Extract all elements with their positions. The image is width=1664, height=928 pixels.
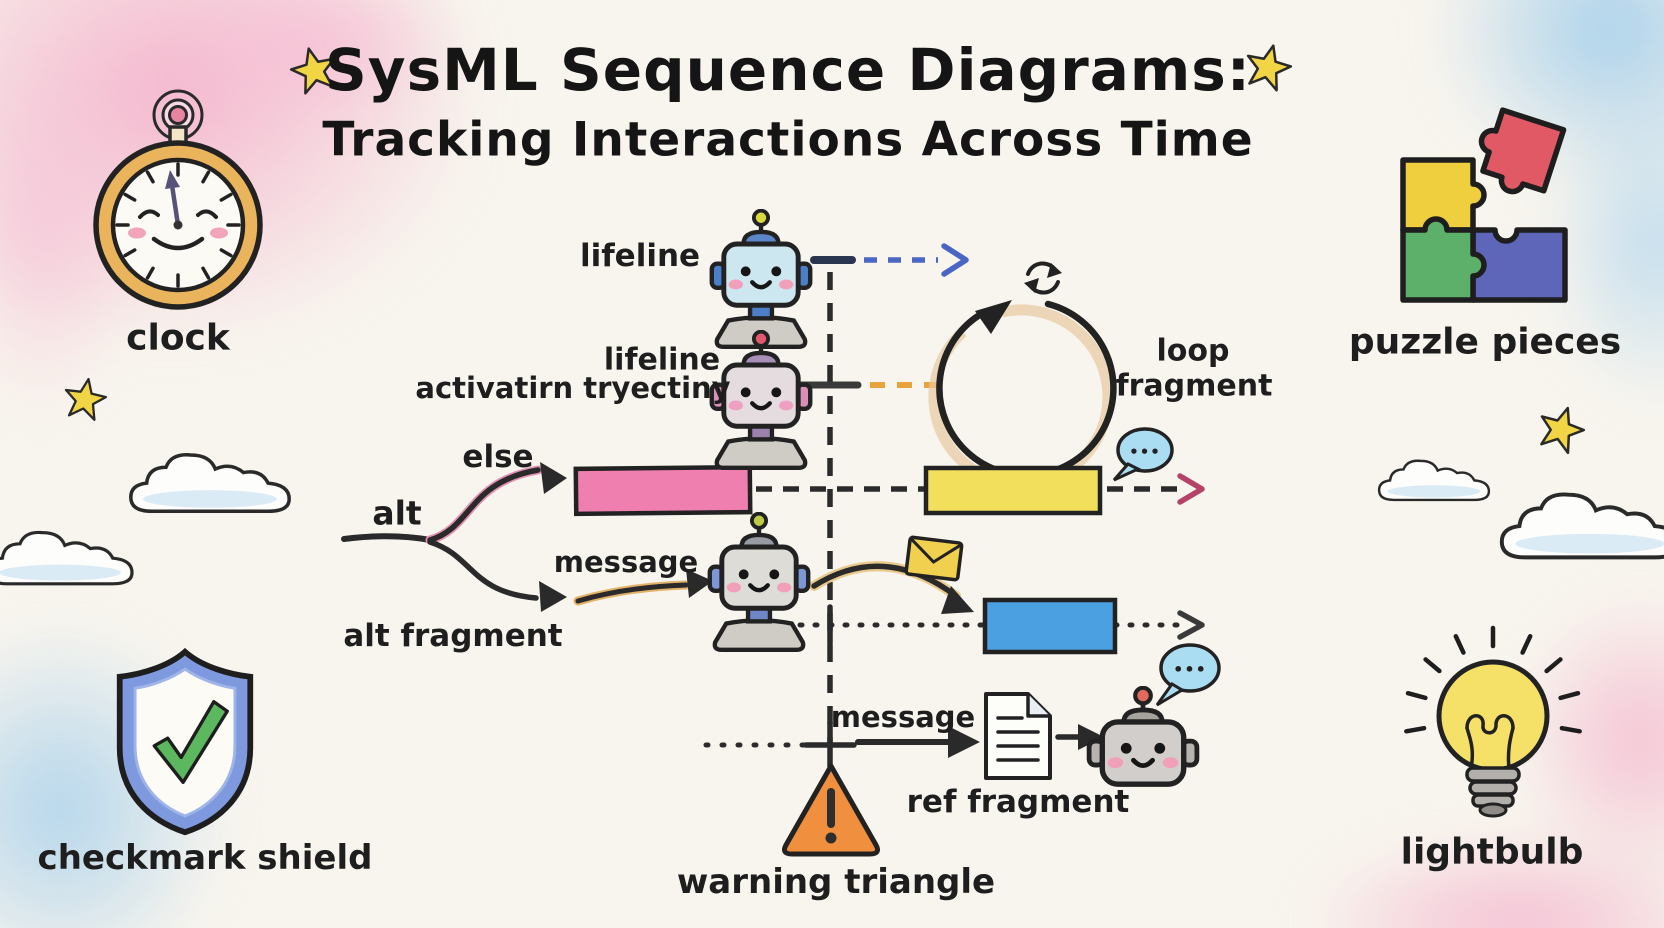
- loop-arrow-icon: [928, 300, 1117, 490]
- document-icon: [984, 692, 1052, 780]
- alt-message-arrow: [573, 569, 713, 606]
- refresh-icon: [1024, 261, 1062, 295]
- alt-fork: [341, 462, 567, 612]
- puzzle-label: puzzle pieces: [1348, 321, 1622, 363]
- loop-fragment-label-line2: fragment: [1115, 368, 1273, 404]
- envelope-icon: [904, 535, 964, 582]
- bottom-dotted-line: [703, 720, 857, 769]
- alt-label: alt: [372, 493, 422, 533]
- activation-bar-blue: [982, 597, 1118, 655]
- alt-fragment-label: alt fragment: [343, 618, 563, 654]
- page-title-line2: Tracking Interactions Across Time: [322, 112, 1254, 168]
- robot-icon: [706, 209, 816, 349]
- speech-bubble-icon: •••: [1112, 427, 1174, 482]
- ref-fragment-label: ref fragment: [906, 784, 1130, 820]
- lifeline1-arrow: [810, 243, 969, 277]
- robot-icon: [704, 512, 814, 652]
- checkmark-shield-icon: [116, 647, 254, 836]
- bottom-message-label: message: [830, 700, 976, 734]
- warning-triangle-icon: [782, 763, 880, 857]
- loop-fragment-label-line1: loop: [1156, 333, 1230, 369]
- lightbulb-label: lightbulb: [1400, 831, 1584, 873]
- activation-bar-yellow: [923, 465, 1103, 516]
- speech-bubble-icon: •••: [1155, 643, 1221, 707]
- lifeline1-label: lifeline: [579, 238, 701, 274]
- lightbulb-icon: [1404, 625, 1582, 818]
- alt-message-label: message: [553, 545, 699, 579]
- shield-label: checkmark shield: [37, 838, 373, 878]
- robot-icon: [1083, 686, 1203, 789]
- puzzle-pieces-icon: [1400, 107, 1568, 303]
- svg-text:•••: •••: [1129, 443, 1161, 461]
- activation-label: activatirn tryectiny: [415, 371, 731, 405]
- return-dashed-arrow: [756, 473, 1205, 505]
- svg-text:•••: •••: [1173, 660, 1207, 679]
- stopwatch-icon: [93, 89, 263, 310]
- lifeline2-label: lifeline: [603, 342, 721, 378]
- doc-robot-arrow: [1055, 724, 1104, 750]
- message-curve-arrow: [809, 561, 974, 614]
- page-title-line1: SysML Sequence Diagrams:: [324, 36, 1252, 104]
- bottom-message-arrow: [855, 726, 980, 758]
- activation-bar-pink: [573, 464, 753, 517]
- else-label: else: [462, 439, 534, 475]
- warning-triangle-label: warning triangle: [676, 862, 996, 902]
- clock-label: clock: [126, 317, 230, 359]
